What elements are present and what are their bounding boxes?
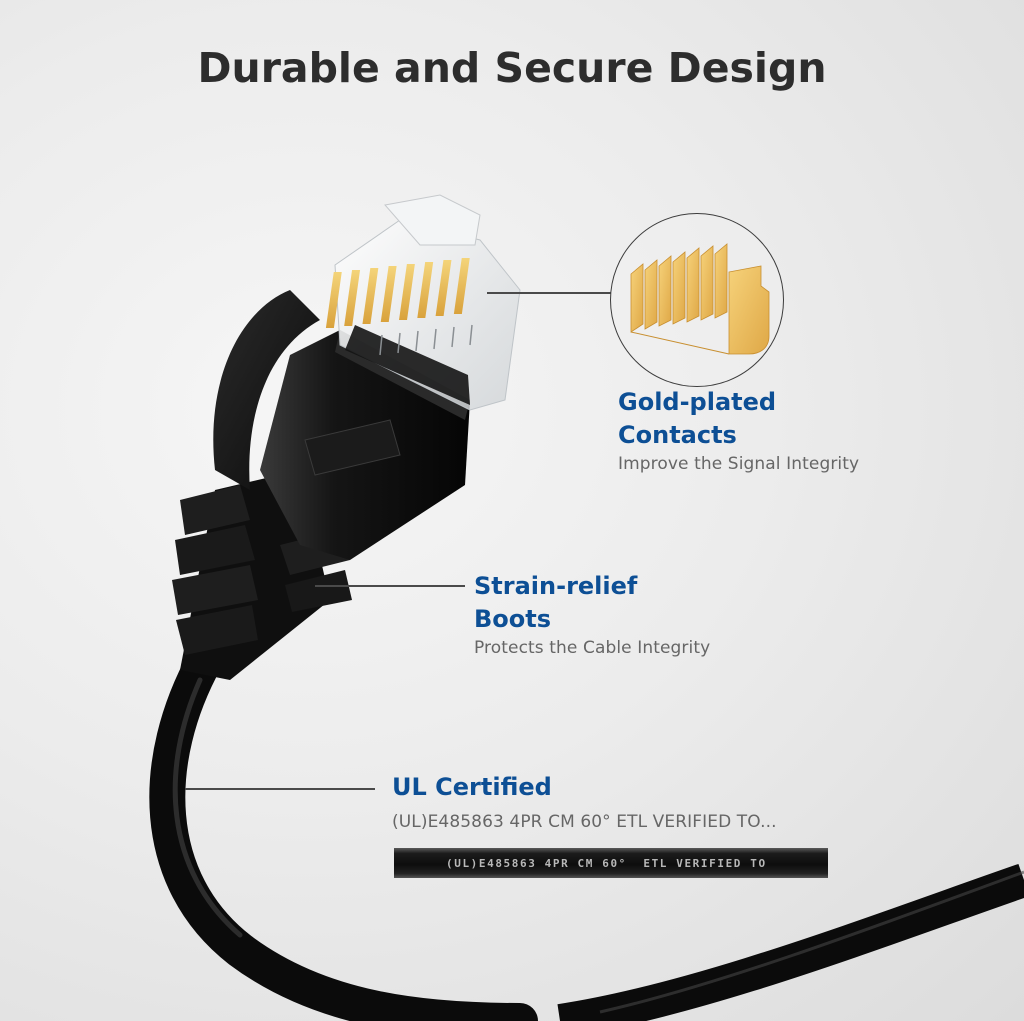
feature-description: (UL)E485863 4PR CM 60° ETL VERIFIED TO..… — [392, 812, 777, 832]
feature-heading: Gold-plated — [618, 388, 777, 416]
feature-heading: Strain-relief — [474, 572, 638, 600]
feature-heading: UL Certified — [392, 773, 552, 801]
feature-description: Improve the Signal Integrity — [618, 454, 860, 474]
callout-line-contacts — [487, 292, 611, 294]
gold-contacts-closeup — [610, 213, 784, 387]
feature-gold-plated-contacts: Gold-plated Contacts Improve the Signal … — [618, 386, 859, 474]
gold-contacts-icon — [630, 243, 770, 355]
feature-ul-certified: UL Certified (UL)E485863 4PR CM 60° ETL … — [392, 771, 777, 832]
callout-line-ul — [185, 788, 375, 790]
callout-line-boots — [315, 585, 465, 587]
cable-print-text: (UL)E485863 4PR CM 60° ETL VERIFIED TO — [446, 856, 767, 870]
feature-heading: Contacts — [618, 421, 737, 449]
feature-description: Protects the Cable Integrity — [474, 638, 711, 658]
page-title: Durable and Secure Design — [197, 44, 827, 92]
feature-heading: Boots — [474, 605, 552, 633]
cable-print-sample: (UL)E485863 4PR CM 60° ETL VERIFIED TO — [394, 848, 828, 878]
feature-strain-relief-boots: Strain-relief Boots Protects the Cable I… — [474, 570, 710, 658]
